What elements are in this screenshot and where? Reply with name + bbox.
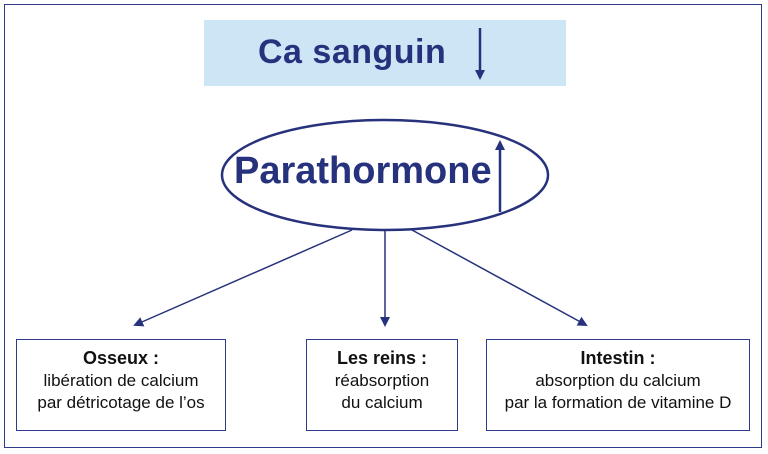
box-osseux: Osseux : libération de calcium par détri… [16,339,226,431]
box-heading: Les reins : [336,348,428,368]
title-band [204,20,566,86]
box-intestin: Intestin : absorption du calcium par la … [486,339,750,431]
title-label: Ca sanguin [258,33,447,71]
box-heading: Osseux : [82,348,160,368]
box-line: par détricotage de l’os [37,393,205,412]
diagram-frame [4,4,762,448]
arrow-to-osseux [133,229,353,327]
box-heading: Intestin : [580,348,656,368]
hormone-ellipse [220,118,550,232]
box-line: libération de calcium [43,371,199,390]
box-reins: Les reins : réabsorption du calcium [306,339,458,431]
arrow-to-intestin [411,229,588,326]
box-line: réabsorption [334,371,430,390]
hormone-label: Parathormone [234,150,492,192]
box-line: du calcium [341,393,423,412]
box-line: par la formation de vitamine D [504,393,732,412]
box-line: absorption du calcium [535,371,701,390]
